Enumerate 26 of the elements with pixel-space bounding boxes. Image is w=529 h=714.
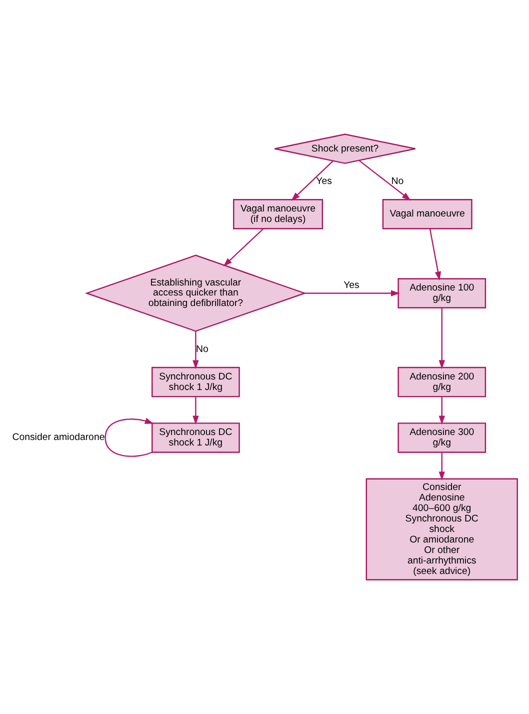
node-box: Vagal manoeuvre xyxy=(382,199,472,230)
edge-label: Yes xyxy=(316,176,332,187)
node-box: Synchronous DC shock 1 J/kg xyxy=(152,422,240,453)
node-diamond: Shock present? xyxy=(274,134,416,164)
edge-label: Consider amiodarone xyxy=(12,432,105,444)
node-box: Consider Adenosine 400–600 g/kg Synchronous DC shock Or amiodarone Or other anti-arrhythmics (seek advice) xyxy=(366,478,518,580)
arrow xyxy=(438,396,445,425)
edge-label: Yes xyxy=(344,280,360,292)
node-box: Synchronous DC shock 1 J/kg xyxy=(152,366,240,398)
edge-label: No xyxy=(196,344,208,355)
node-box: Adenosine 300 g/kg xyxy=(398,422,486,453)
arrow xyxy=(192,331,199,370)
node-box: Adenosine 200 g/kg xyxy=(398,366,486,398)
node-diamond: Establishing vascular access quicker than obtaining defibrillator? xyxy=(84,254,306,332)
node-box: Vagal manoeuvre (if no delays) xyxy=(233,199,324,230)
arrow xyxy=(192,396,199,425)
edge-label: No xyxy=(391,176,404,187)
node-box: Adenosine 100 g/kg xyxy=(398,278,486,308)
arrow xyxy=(438,452,445,480)
arrow xyxy=(304,290,400,296)
arrow xyxy=(438,308,445,370)
arrow xyxy=(358,160,411,201)
arrow xyxy=(291,160,334,201)
arrow xyxy=(223,228,264,266)
arrow xyxy=(104,418,154,457)
arrow xyxy=(429,228,442,280)
